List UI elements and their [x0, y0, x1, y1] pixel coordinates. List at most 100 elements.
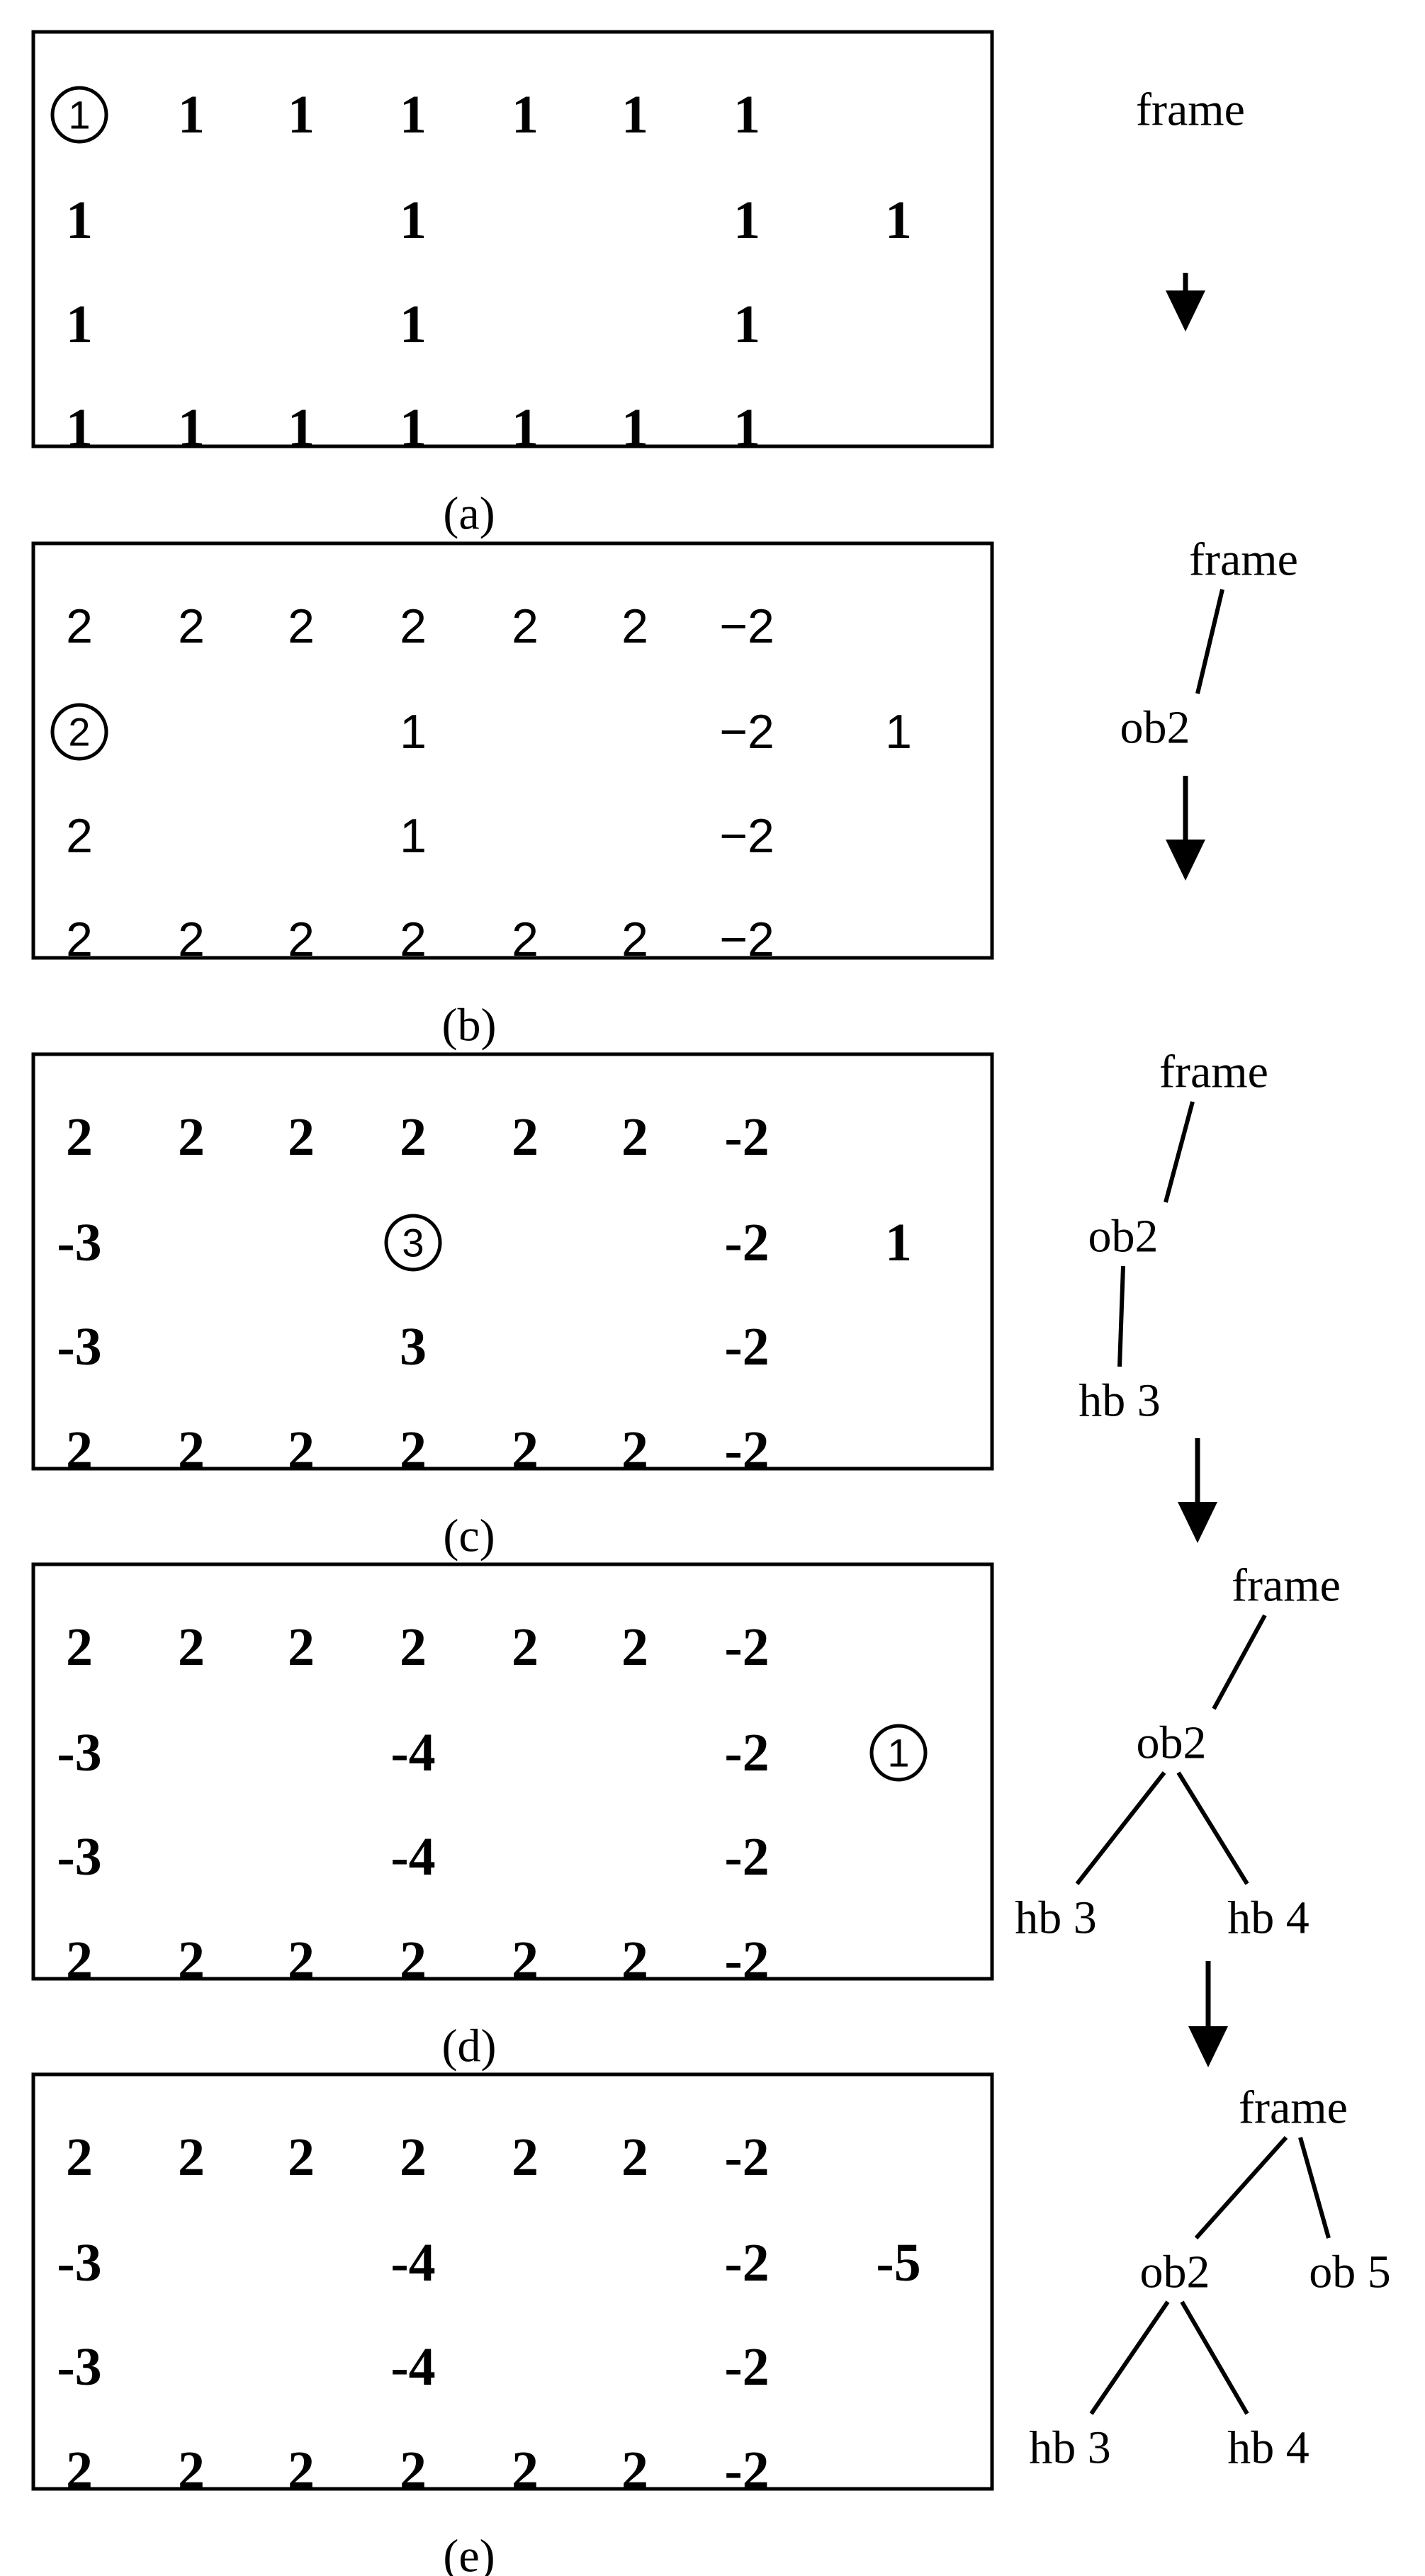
- cell-circle: [50, 86, 108, 144]
- tree-node-ob2: ob2: [1120, 702, 1190, 754]
- panel-frame: [31, 30, 994, 448]
- cell-value: 2: [400, 2441, 427, 2500]
- cell-value: 1: [400, 809, 427, 863]
- panel-caption: (b): [442, 1000, 497, 1051]
- panel-frame: [31, 1052, 994, 1471]
- cell-value: -2: [724, 1827, 769, 1887]
- tree-edge: [1075, 1771, 1166, 1885]
- panel-caption: (e): [443, 2531, 495, 2576]
- cell-value: -3: [57, 1827, 101, 1887]
- cell-value: 1: [885, 705, 912, 759]
- tree-node-ob5: ob 5: [1309, 2247, 1391, 2298]
- cell-value: -4: [390, 2233, 435, 2293]
- cell-value: 1: [400, 191, 427, 250]
- tree-edge: [1089, 2300, 1170, 2415]
- cell-value: 2: [621, 2128, 648, 2187]
- cell-circle: [50, 703, 108, 761]
- cell-value: 2: [66, 1617, 93, 1677]
- tree-edge: [1117, 1265, 1125, 1367]
- cell-value: 2: [178, 2128, 205, 2187]
- cell-value: -4: [390, 1827, 435, 1887]
- cell-value: -2: [724, 1317, 769, 1377]
- panel-frame: [31, 541, 994, 960]
- tree-b: frame ob2: [1120, 534, 1298, 754]
- cell-value: −2: [719, 599, 775, 653]
- cell-value: 2: [400, 913, 427, 966]
- cell-value: 2: [621, 1107, 648, 1167]
- cell-value: 2: [288, 2441, 315, 2500]
- cell-value: 2: [66, 1931, 93, 1990]
- cell-value: 1: [68, 93, 90, 137]
- cell-value: -2: [724, 1617, 769, 1677]
- panel-caption: (d): [442, 2021, 497, 2072]
- cell-value: 2: [178, 1617, 205, 1677]
- down-arrow: [1188, 1961, 1228, 2067]
- cell-value: 2: [288, 1617, 315, 1677]
- cell-value: 2: [512, 599, 539, 653]
- cell-value: 2: [512, 1420, 539, 1480]
- tree-node-frame: frame: [1189, 534, 1298, 586]
- cell-value: 2: [66, 599, 93, 653]
- tree-node-hb4: hb 4: [1227, 1892, 1309, 1944]
- cell-value: 2: [400, 2128, 427, 2187]
- cell-value: -5: [876, 2233, 920, 2293]
- cell-value: 1: [885, 191, 912, 250]
- cell-value: 1: [621, 398, 648, 458]
- cell-value: 2: [400, 1420, 427, 1480]
- cell-value: 2: [621, 1420, 648, 1480]
- cell-value: 2: [621, 1931, 648, 1990]
- cell-value: 2: [288, 599, 315, 653]
- tree-edge: [1298, 2137, 1331, 2239]
- cell-circle: [869, 1724, 928, 1782]
- cell-value: -2: [724, 2337, 769, 2397]
- cell-value: 2: [66, 2128, 93, 2187]
- cell-value: 2: [621, 599, 648, 653]
- cell-value: -2: [724, 2441, 769, 2500]
- cell-value: -2: [724, 1723, 769, 1783]
- circled-cell: 1: [50, 86, 108, 144]
- cell-value: -2: [724, 2233, 769, 2293]
- cell-value: 3: [400, 1317, 427, 1377]
- cell-value: 1: [512, 85, 539, 145]
- cell-value: 2: [400, 1107, 427, 1167]
- cell-value: 1: [66, 295, 93, 354]
- cell-value: 2: [288, 1931, 315, 1990]
- cell-value: -4: [390, 1723, 435, 1783]
- cell-value: -3: [57, 2233, 101, 2293]
- tree-node-ob2: ob2: [1088, 1211, 1159, 1262]
- cell-value: 2: [288, 913, 315, 966]
- circled-cell: 3: [384, 1214, 442, 1272]
- cell-value: 2: [178, 2441, 205, 2500]
- tree-node-hb3: hb 3: [1015, 1892, 1097, 1944]
- tree-edge: [1180, 2300, 1249, 2415]
- tree-node-ob2: ob2: [1140, 2247, 1210, 2298]
- cell-value: -3: [57, 1723, 101, 1783]
- cell-value: -2: [724, 1931, 769, 1990]
- arrow-head: [1178, 1502, 1217, 1543]
- cell-value: 2: [512, 1617, 539, 1677]
- tree-node-frame: frame: [1159, 1046, 1268, 1098]
- cell-value: −2: [719, 705, 775, 759]
- cell-value: 2: [288, 2128, 315, 2187]
- cell-value: 1: [400, 398, 427, 458]
- arrow-head: [1166, 840, 1205, 881]
- cell-value: 2: [400, 1617, 427, 1677]
- cell-value: 1: [733, 191, 760, 250]
- tree-node-hb3: hb 3: [1078, 1375, 1161, 1427]
- cell-value: 1: [66, 191, 93, 250]
- cell-value: 1: [512, 398, 539, 458]
- cell-value: 2: [66, 1420, 93, 1480]
- cell-value: 2: [178, 913, 205, 966]
- cell-value: 2: [178, 599, 205, 653]
- cell-value: -4: [390, 2337, 435, 2397]
- down-arrow: [1166, 273, 1205, 332]
- cell-value: 2: [400, 1931, 427, 1990]
- tree-c: frame ob2 hb 3: [1078, 1046, 1268, 1427]
- cell-value: 3: [402, 1221, 424, 1265]
- tree-edge: [1176, 1771, 1249, 1885]
- cell-value: 1: [178, 85, 205, 145]
- tree-node-ob2: ob2: [1137, 1717, 1207, 1769]
